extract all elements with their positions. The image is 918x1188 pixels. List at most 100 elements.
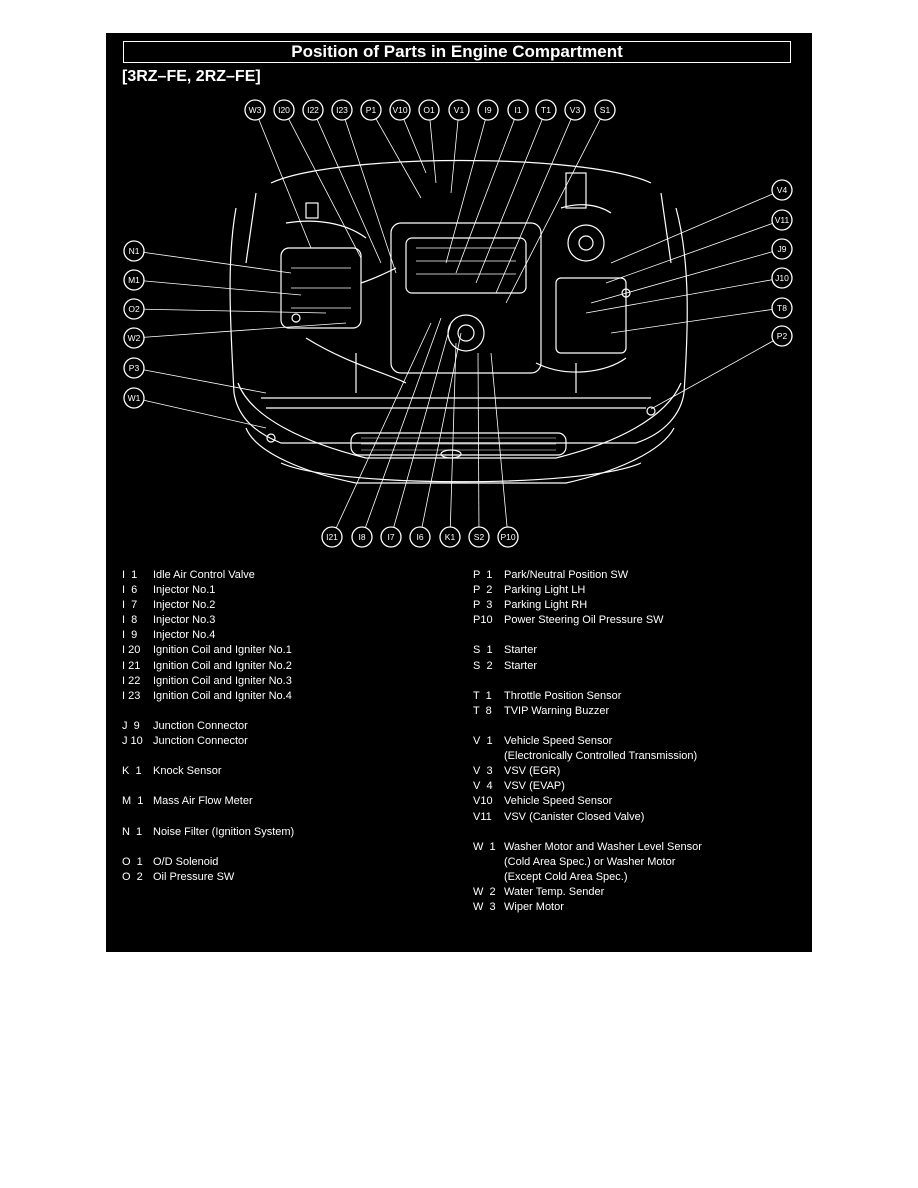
legend-row: [473, 674, 803, 689]
legend-row: [122, 840, 442, 855]
svg-text:W3: W3: [249, 105, 262, 115]
svg-text:O2: O2: [128, 304, 140, 314]
callout-w1: W1: [123, 387, 145, 409]
callout-n1: N1: [123, 240, 145, 262]
legend-description: VSV (Canister Closed Valve): [504, 810, 645, 823]
legend-row: [473, 825, 803, 840]
leader-line-p2: [650, 335, 783, 410]
svg-text:S2: S2: [474, 532, 485, 542]
callout-p3: P3: [123, 357, 145, 379]
leader-line-i9: [445, 109, 489, 264]
legend-description: Wiper Motor: [504, 901, 564, 914]
leader-line-s2: [477, 352, 480, 538]
svg-text:P10: P10: [500, 532, 515, 542]
svg-text:J10: J10: [775, 273, 789, 283]
legend-row: (Electronically Controlled Transmission): [473, 749, 803, 764]
leader-line-j9: [590, 248, 783, 304]
legend-description: Park/Neutral Position SW: [504, 569, 629, 581]
legend-code: J 10: [122, 735, 143, 748]
svg-text:W2: W2: [128, 333, 141, 343]
callout-o1: O1: [418, 99, 440, 121]
leader-line-t1: [475, 109, 547, 284]
svg-text:V4: V4: [777, 185, 788, 195]
legend-code: [122, 810, 153, 825]
leader-line-i6: [419, 332, 462, 538]
legend-code: [122, 749, 153, 764]
callout-i1: I1: [507, 99, 529, 121]
legend-code: [473, 628, 504, 643]
legend-code: [473, 674, 504, 689]
callout-j9: J9: [771, 238, 793, 260]
leader-line-i1: [455, 109, 519, 274]
legend-description: Starter: [504, 644, 538, 657]
diagram-panel: Position of Parts in Engine Compartment …: [106, 33, 812, 952]
legend-code: S 1: [473, 644, 493, 657]
legend-code: J 9: [122, 719, 140, 732]
legend-description: Throttle Position Sensor: [504, 689, 622, 702]
svg-text:P3: P3: [129, 363, 140, 373]
legend-description: Vehicle Speed Sensor: [504, 795, 613, 808]
legend-code: P 1: [473, 569, 493, 581]
svg-text:I22: I22: [307, 105, 319, 115]
leader-line-j10: [585, 277, 783, 314]
leader-line-i20: [283, 109, 362, 259]
legend-row: P 1 Park/Neutral Position SW: [473, 568, 803, 583]
leader-line-w2: [133, 322, 347, 339]
leader-line-p10: [490, 352, 509, 538]
legend-description: Ignition Coil and Igniter No.2: [153, 659, 292, 672]
callout-i21: I21: [321, 526, 343, 548]
callout-w2: W2: [123, 327, 145, 349]
callout-m1: M1: [123, 269, 145, 291]
svg-text:I8: I8: [358, 532, 365, 542]
legend-description: Injector No.4: [153, 629, 216, 642]
legend-code: T 8: [473, 704, 492, 717]
svg-text:I1: I1: [514, 105, 521, 115]
legend-code: V 3: [473, 765, 493, 778]
legend-description: Mass Air Flow Meter: [153, 795, 253, 808]
legend-description: Injector No.3: [153, 614, 216, 627]
legend-code: O 2: [122, 870, 143, 883]
leader-line-i8: [361, 317, 442, 538]
engine-drawing: [229, 159, 688, 484]
callout-o2: O2: [123, 298, 145, 320]
legend-code: O 1: [122, 855, 143, 868]
legend-code: I 6: [122, 584, 138, 597]
svg-text:W1: W1: [128, 393, 141, 403]
legend-code: S 2: [473, 659, 493, 672]
svg-text:I20: I20: [278, 105, 290, 115]
svg-text:P1: P1: [366, 105, 377, 115]
callout-t8: T8: [771, 297, 793, 319]
legend-row: [122, 749, 442, 764]
legend-description: (Electronically Controlled Transmission): [504, 750, 698, 763]
callout-v11: V11: [771, 209, 793, 231]
svg-text:I7: I7: [387, 532, 394, 542]
legend-code: [122, 840, 153, 855]
callout-v10: V10: [389, 99, 411, 121]
legend-row: [122, 704, 442, 719]
svg-text:N1: N1: [129, 246, 140, 256]
legend-description: Idle Air Control Valve: [153, 569, 255, 581]
callout-v1: V1: [448, 99, 470, 121]
legend-row: (Except Cold Area Spec.): [473, 870, 803, 885]
legend-description: Parking Light RH: [504, 599, 588, 612]
legend-code: W 3: [473, 901, 496, 914]
legend-description: Junction Connector: [153, 719, 248, 732]
legend-description: Injector No.2: [153, 599, 216, 612]
